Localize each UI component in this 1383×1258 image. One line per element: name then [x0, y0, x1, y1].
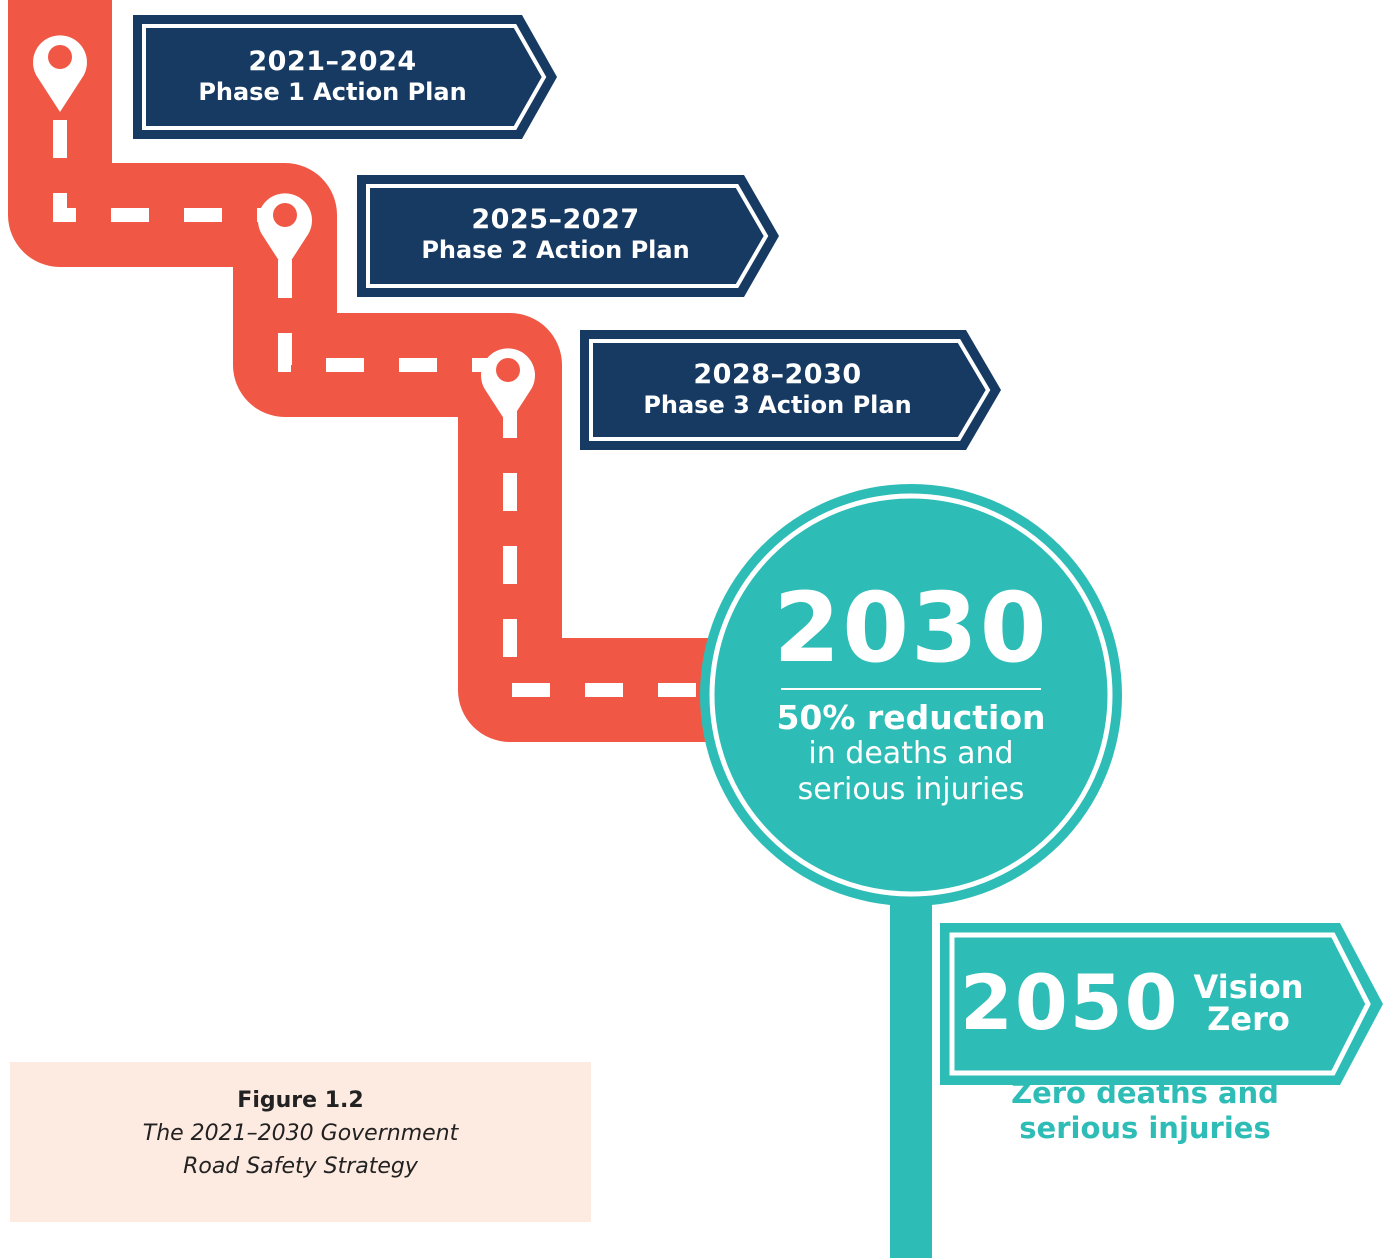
- location-pin-icon: [258, 193, 312, 270]
- phase-1-text: 2021–2024 Phase 1 Action Plan: [160, 46, 505, 107]
- figure-caption: The 2021–2030 Government Road Safety Str…: [10, 1117, 591, 1183]
- milestone-circle: [700, 484, 1122, 906]
- phase-1-label: Phase 1 Action Plan: [198, 78, 467, 107]
- vision-sign-text: 2050 Vision Zero: [960, 950, 1303, 1055]
- vision-name-line-2: Zero: [1207, 999, 1290, 1038]
- vision-zero-sign: [940, 923, 1383, 1085]
- vision-caption-line-2: serious injuries: [1019, 1111, 1271, 1146]
- milestone-headline: 50% reduction: [776, 698, 1046, 737]
- location-pin-icon: [481, 348, 535, 425]
- vision-name-line-1: Vision: [1193, 967, 1304, 1006]
- milestone-line-1: in deaths and: [808, 736, 1014, 772]
- vision-caption-line-1: Zero deaths and: [1011, 1076, 1279, 1110]
- milestone-year: 2030: [773, 572, 1049, 684]
- phase-1-years: 2021–2024: [248, 46, 417, 77]
- phase-2-years: 2025–2027: [471, 204, 640, 235]
- phase-1-sign: [133, 15, 557, 139]
- vision-name: Vision Zero: [1194, 971, 1304, 1035]
- figure-caption-line-2: Road Safety Strategy: [183, 1154, 418, 1179]
- location-pin-icon: [33, 35, 87, 113]
- figure-caption-line-1: The 2021–2030 Government: [142, 1121, 459, 1146]
- phase-3-label: Phase 3 Action Plan: [643, 391, 912, 420]
- phase-3-years: 2028–2030: [693, 359, 862, 390]
- phase-2-sign: [357, 175, 779, 297]
- phase-2-text: 2025–2027 Phase 2 Action Plan: [383, 204, 728, 265]
- vision-caption: Zero deaths and serious injuries: [980, 1076, 1310, 1147]
- figure-number: Figure 1.2: [237, 1088, 364, 1113]
- vision-year: 2050: [960, 957, 1180, 1047]
- phase-3-text: 2028–2030 Phase 3 Action Plan: [605, 359, 950, 420]
- milestone-divider: [781, 688, 1041, 690]
- road-centre-line: [53, 120, 720, 697]
- phase-2-label: Phase 2 Action Plan: [421, 236, 690, 265]
- milestone-line-2: serious injuries: [797, 771, 1025, 807]
- milestone-text: 2030 50% reduction in deaths and serious…: [720, 500, 1102, 807]
- signpost-pole: [890, 880, 932, 1258]
- phase-3-sign: [580, 330, 1001, 450]
- figure-caption-box: Figure 1.2 The 2021–2030 Government Road…: [10, 1062, 591, 1222]
